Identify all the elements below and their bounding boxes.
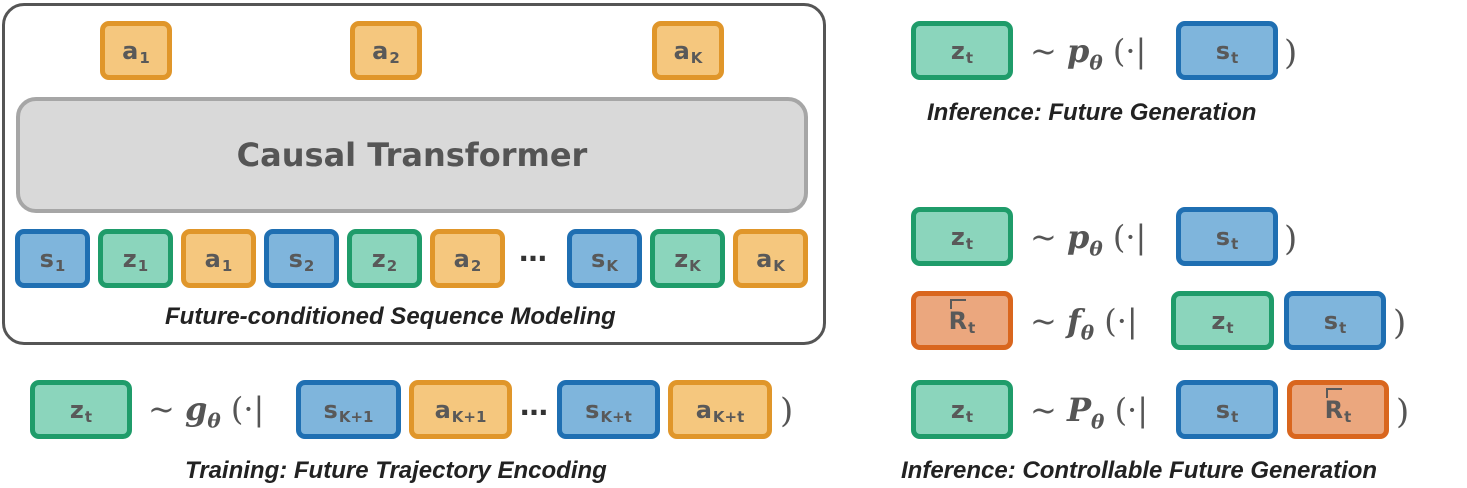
- training-caption: Training: Future Trajectory Encoding: [185, 457, 607, 484]
- controllable-row1-close-paren: ): [1284, 219, 1298, 259]
- controllable-generation-caption: Inference: Controllable Future Generatio…: [901, 457, 1378, 484]
- inference-prior-expression: ~ pθ (·|: [1030, 32, 1147, 75]
- controllable-row1-expression: ~ pθ (·|: [1030, 218, 1147, 261]
- sequence-modeling-caption: Future-conditioned Sequence Modeling: [165, 303, 616, 330]
- controllable-row3-close-paren: ): [1396, 392, 1410, 432]
- inference-close-paren: ): [1284, 33, 1298, 73]
- controllable-row2-expression: ~ fθ (·|: [1030, 302, 1138, 345]
- sequence-modeling-panel: [2, 3, 826, 345]
- inference-generation-caption: Inference: Future Generation: [927, 99, 1257, 126]
- sequence-ellipsis: …: [519, 235, 547, 268]
- controllable-row2-close-paren: ): [1393, 303, 1407, 343]
- training-encoder-expression: ~ gθ (·|: [148, 390, 265, 433]
- causal-transformer-block: Causal Transformer: [16, 97, 808, 213]
- controllable-row3-expression: ~ Pθ (·|: [1030, 391, 1148, 434]
- training-close-paren: ): [780, 391, 794, 431]
- causal-transformer-label: Causal Transformer: [236, 136, 588, 174]
- training-ellipsis: …: [520, 389, 548, 422]
